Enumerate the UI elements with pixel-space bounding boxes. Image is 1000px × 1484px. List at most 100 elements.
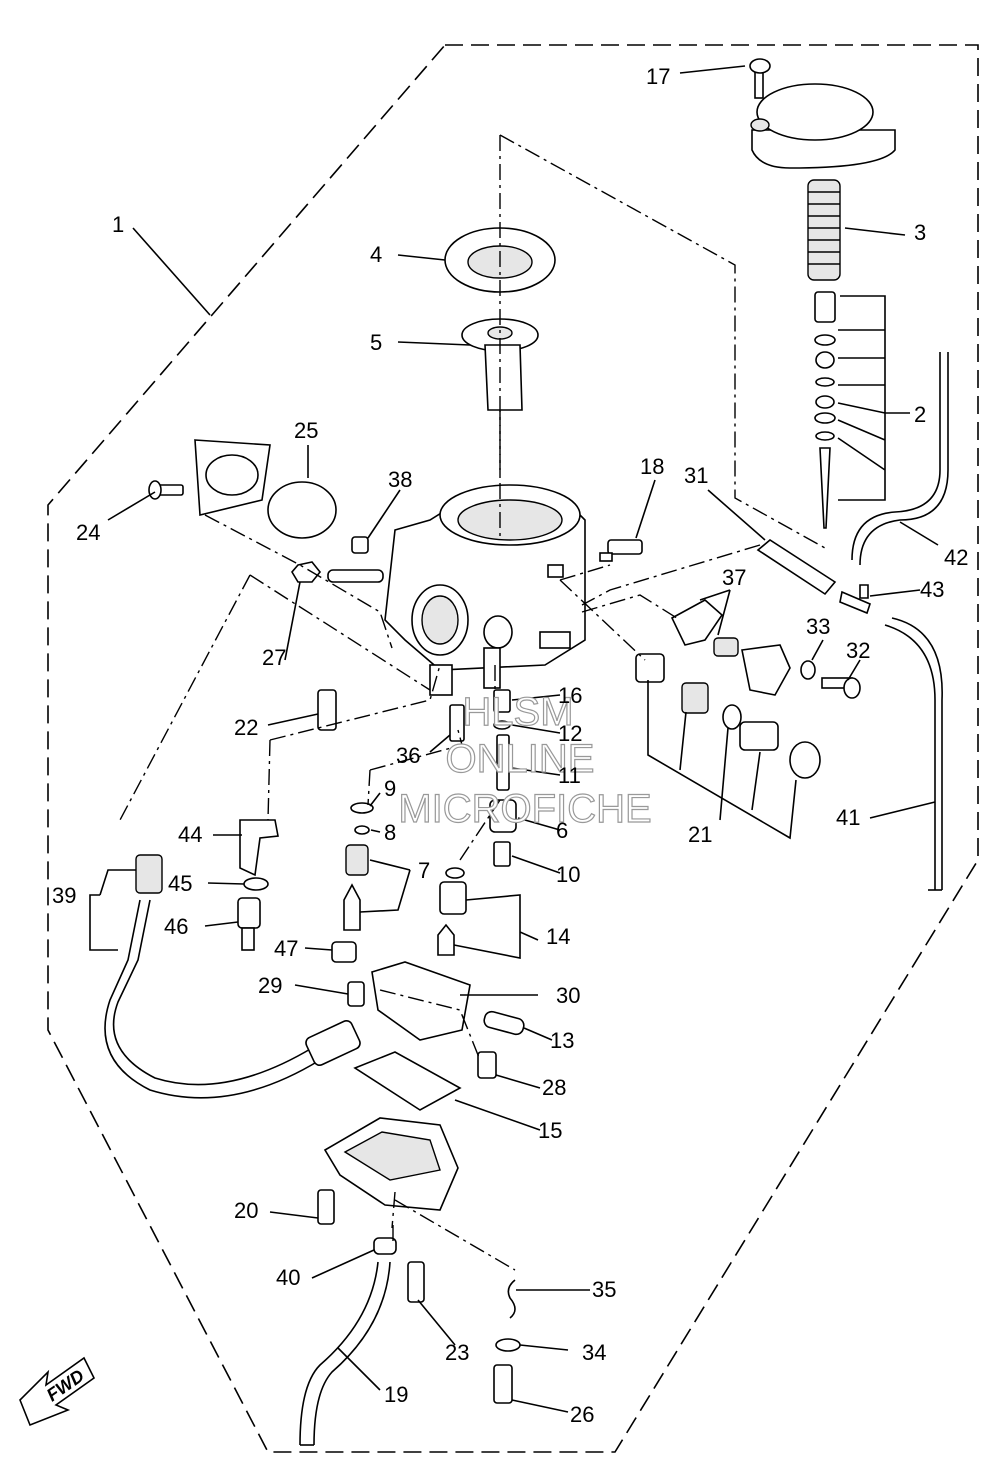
pilot-screw: [599, 539, 643, 562]
float-bowl-gasket: [353, 1051, 462, 1111]
nut-27: [291, 561, 322, 583]
screw-20: [317, 1189, 335, 1225]
valve-seat-14: [439, 881, 467, 915]
callout-40: 40: [276, 1265, 300, 1290]
jet-36: [449, 704, 465, 742]
drain-screw-23: [407, 1261, 425, 1303]
float-30: [371, 961, 471, 1041]
callout-15: 15: [538, 1118, 562, 1143]
callout-21: 21: [688, 822, 712, 847]
callout-9: 9: [384, 776, 396, 801]
callout-5: 5: [370, 330, 382, 355]
callout-20: 20: [234, 1198, 258, 1223]
watermark-line-2: ONLINE: [446, 737, 595, 781]
washer-34: [495, 1338, 521, 1352]
callout-34: 34: [582, 1340, 606, 1365]
float-needle-14: [437, 923, 455, 956]
bolt-24: [148, 480, 184, 500]
callout-labels: 1 2 3 4 5 6 7 8 9 10 11 12 13 14 15 16 1…: [52, 64, 968, 1427]
callout-28: 28: [542, 1075, 566, 1100]
vent-tube-31: [756, 539, 837, 596]
callout-18: 18: [640, 454, 664, 479]
callout-42: 42: [944, 545, 968, 570]
callout-41: 41: [836, 805, 860, 830]
diaphragm-spring: [807, 179, 841, 281]
screw-28: [477, 1051, 497, 1079]
t-fitting-43: [839, 584, 871, 615]
callout-29: 29: [258, 973, 282, 998]
carburetor-body: [327, 484, 586, 696]
assembly-boundary: [47, 44, 979, 1453]
callout-25: 25: [294, 418, 318, 443]
watermark-line-3: MICROFICHE: [398, 787, 651, 831]
callout-22: 22: [234, 715, 258, 740]
cap-47: [331, 941, 357, 963]
leader-lines: [89, 65, 939, 1413]
hose-42: [851, 352, 949, 566]
bracket-44: [239, 819, 279, 877]
callout-4: 4: [370, 242, 382, 267]
pump-housing: [741, 644, 791, 696]
spring-37: [713, 637, 739, 657]
throttle-cable-39: [104, 854, 361, 1099]
callout-14: 14: [546, 924, 570, 949]
callout-26: 26: [570, 1402, 594, 1427]
callout-35: 35: [592, 1277, 616, 1302]
clip-35: [507, 1279, 516, 1319]
hose-41: [884, 617, 943, 890]
callout-31: 31: [684, 463, 708, 488]
callout-11: 11: [558, 763, 581, 788]
o-ring-9: [350, 802, 374, 814]
callout-10: 10: [556, 862, 580, 887]
clip-33: [800, 660, 816, 680]
callout-39: 39: [52, 883, 76, 908]
callout-46: 46: [164, 914, 188, 939]
callout-43: 43: [920, 577, 944, 602]
callout-19: 19: [384, 1382, 408, 1407]
callout-44: 44: [178, 822, 202, 847]
callout-47: 47: [274, 936, 298, 961]
washer-8: [354, 825, 370, 835]
callout-7: 7: [418, 858, 430, 883]
callout-27: 27: [262, 645, 286, 670]
callout-2: 2: [914, 402, 926, 427]
callout-6: 6: [556, 818, 568, 843]
holder-6: [489, 799, 517, 833]
main-jet-10: [493, 841, 511, 867]
watermark-line-1: HLSM: [462, 690, 573, 734]
callout-36: 36: [396, 743, 420, 768]
top-cover-cap: [750, 83, 896, 169]
screw-32: [821, 677, 861, 699]
jet-needle-set: [814, 291, 836, 529]
callout-3: 3: [914, 220, 926, 245]
forward-arrow-icon: FWD: [19, 1356, 96, 1427]
jet-22: [317, 689, 337, 731]
cover-screw: [749, 58, 771, 99]
cap-38: [351, 536, 369, 554]
callout-13: 13: [550, 1028, 574, 1053]
reference-lines: [119, 134, 826, 1271]
drain-hose-19: [299, 1261, 391, 1446]
o-ring-14: [445, 867, 465, 879]
needle-jet-11: [496, 734, 510, 791]
callout-38: 38: [388, 467, 412, 492]
pump-cover-37: [670, 599, 724, 646]
callout-23: 23: [445, 1340, 469, 1365]
callout-30: 30: [556, 983, 580, 1008]
screw-29: [347, 981, 365, 1007]
washer-45: [243, 877, 269, 891]
o-ring-large: [267, 481, 337, 539]
sensor-46: [237, 897, 261, 951]
callout-37: 37: [722, 565, 746, 590]
watermark: HLSM ONLINE MICROFICHE: [398, 689, 653, 831]
callout-32: 32: [846, 638, 870, 663]
callout-8: 8: [384, 820, 396, 845]
callout-33: 33: [806, 614, 830, 639]
callout-1: 1: [112, 212, 124, 237]
callout-24: 24: [76, 520, 100, 545]
callout-12: 12: [558, 721, 582, 746]
callout-17: 17: [646, 64, 670, 89]
callout-45: 45: [168, 871, 192, 896]
jet-16: [493, 689, 511, 713]
